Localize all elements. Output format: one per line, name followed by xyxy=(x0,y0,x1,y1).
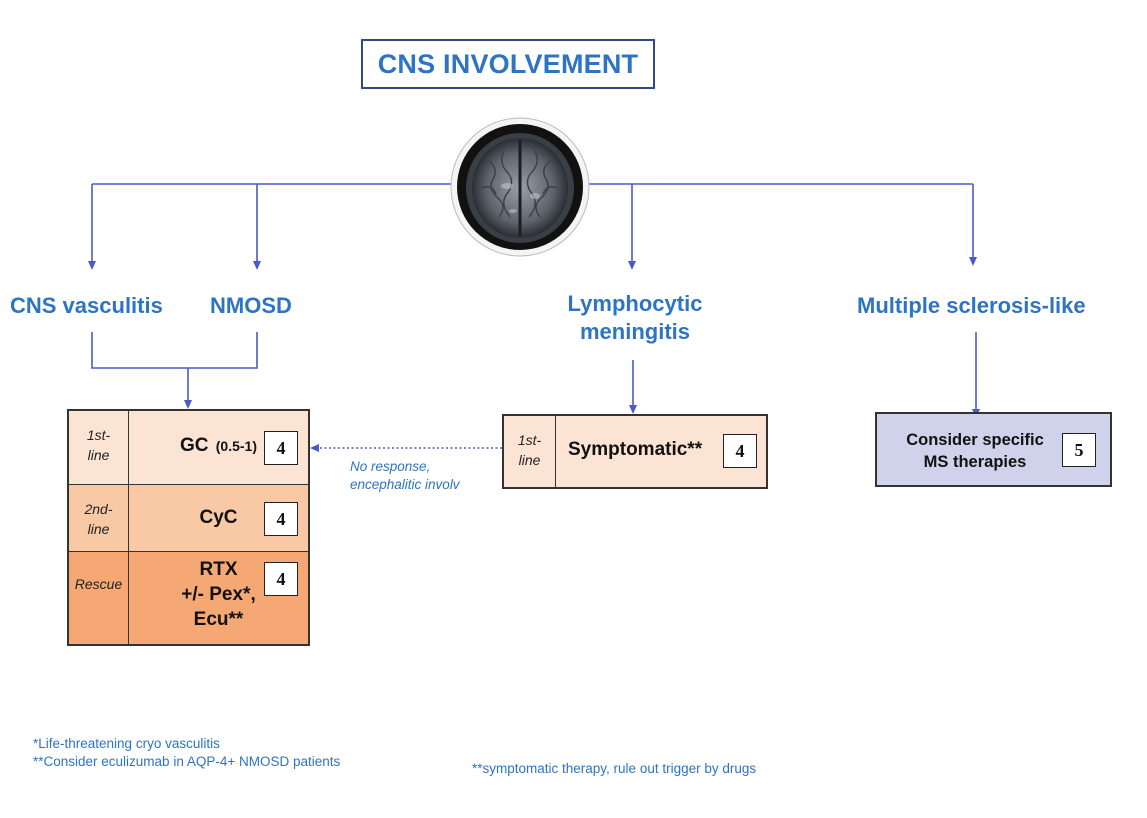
footnote-symptomatic: **symptomatic therapy, rule out trigger … xyxy=(472,761,757,776)
table-row: 1st- line Symptomatic** 4 xyxy=(504,416,766,487)
ms-therapy-line: MS therapies xyxy=(923,453,1027,471)
therapy-dose: (0.5-1) xyxy=(215,438,257,454)
merge-line xyxy=(91,332,258,369)
category-label-line: Lymphocytic xyxy=(567,291,703,316)
ms-therapy-line: Consider specific xyxy=(906,431,1044,449)
category-lymphocytic-meningitis: Lymphocytic meningitis xyxy=(560,290,710,346)
category-cns-vasculitis: CNS vasculitis xyxy=(10,293,163,318)
escalation-note-line: No response, xyxy=(350,459,431,474)
line-label-part: line xyxy=(87,521,110,537)
line-label-part: 2nd- xyxy=(84,501,113,517)
therapy-cell: Symptomatic** 4 xyxy=(556,416,766,487)
meningitis-therapy-table: 1st- line Symptomatic** 4 xyxy=(502,414,768,489)
brain-mri-image xyxy=(450,117,590,257)
therapy-name: CyC xyxy=(199,507,238,528)
table-row: 1st- line GC (0.5-1) 4 xyxy=(69,411,308,485)
line-label: Rescue xyxy=(69,552,129,644)
page-title: CNS INVOLVEMENT xyxy=(361,39,655,89)
ms-therapy-box: Consider specific MS therapies 5 xyxy=(875,412,1112,487)
therapy-name: RTX xyxy=(199,559,238,580)
line-label-part: Rescue xyxy=(74,576,123,592)
table-row: 2nd- line CyC 4 xyxy=(69,485,308,552)
therapy-name: Symptomatic** xyxy=(568,439,703,460)
line-label-part: line xyxy=(518,452,541,468)
line-label: 1st- line xyxy=(504,416,556,487)
ms-therapy-text: Consider specific MS therapies xyxy=(899,429,1051,473)
therapy-name: Ecu** xyxy=(193,609,244,630)
line-label: 2nd- line xyxy=(69,485,129,551)
therapy-cell: CyC 4 xyxy=(129,485,308,551)
therapy-name: +/- Pex*, xyxy=(181,584,256,605)
therapy-cell: RTX +/- Pex*, Ecu** 4 xyxy=(129,552,308,644)
vasculitis-therapy-table: 1st- line GC (0.5-1) 4 2nd- line CyC 4 R… xyxy=(67,409,310,646)
evidence-level-box: 5 xyxy=(1062,433,1096,467)
evidence-level-box: 4 xyxy=(264,431,298,465)
evidence-level-box: 4 xyxy=(264,562,298,596)
line-label-part: 1st- xyxy=(517,432,542,448)
therapy-cell: GC (0.5-1) 4 xyxy=(129,411,308,484)
line-label: 1st- line xyxy=(69,411,129,484)
line-label-part: line xyxy=(87,447,110,463)
category-ms-like: Multiple sclerosis-like xyxy=(857,293,1086,318)
escalation-note: No response, encephalitic involv xyxy=(350,458,460,494)
category-nmosd: NMOSD xyxy=(210,293,292,318)
footnote-cryo: *Life-threatening cryo vasculitis xyxy=(33,736,220,751)
evidence-level-box: 4 xyxy=(723,434,757,468)
evidence-level-box: 4 xyxy=(264,502,298,536)
therapy-name: GC xyxy=(179,435,209,456)
escalation-note-line: encephalitic involv xyxy=(350,477,460,492)
footnote-eculizumab: **Consider eculizumab in AQP-4+ NMOSD pa… xyxy=(33,754,341,769)
table-row: Rescue RTX +/- Pex*, Ecu** 4 xyxy=(69,552,308,644)
category-label-line: meningitis xyxy=(579,319,690,344)
line-label-part: 1st- xyxy=(86,427,111,443)
